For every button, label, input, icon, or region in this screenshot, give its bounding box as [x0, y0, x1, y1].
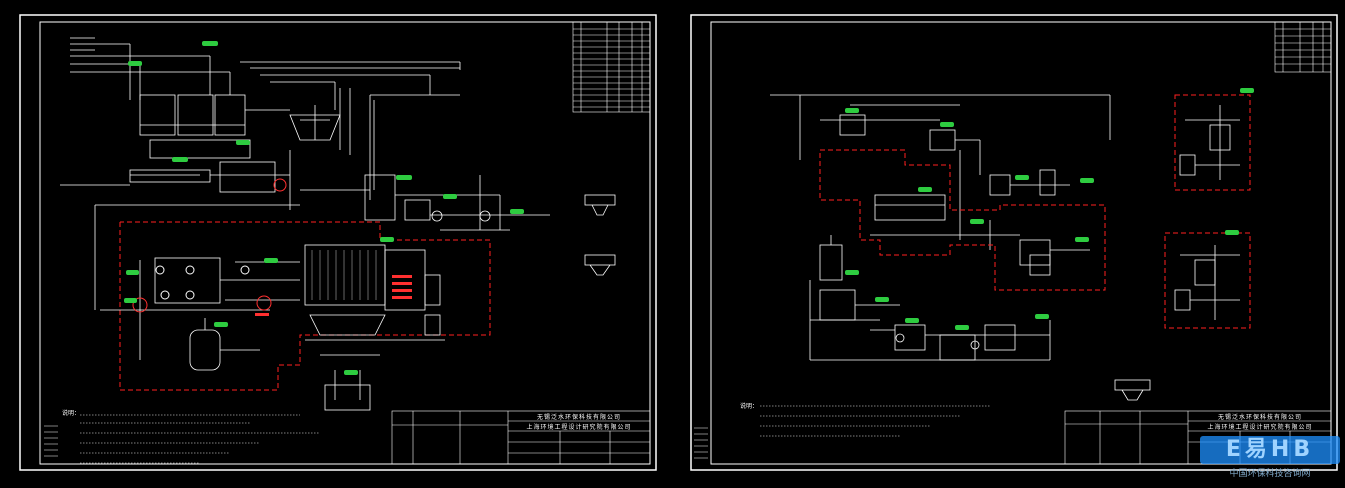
right-sheet	[690, 14, 1338, 471]
right-equipment-table	[1274, 21, 1332, 73]
left-process-lines	[60, 37, 616, 310]
left-pumps	[132, 178, 287, 313]
right-notes-lines	[760, 405, 990, 437]
right-box-equipment	[1174, 105, 1240, 320]
left-equipment-table	[572, 21, 651, 113]
left-company-line-2: 上海环境工程设计研究院有限公司	[526, 424, 632, 431]
left-company-line-1: 无锡泛水环保科技有限公司	[536, 414, 621, 421]
left-green-tags	[124, 41, 524, 375]
left-sheet-outer-border	[19, 14, 657, 471]
right-company-line-2: 上海环境工程设计研究院有限公司	[1207, 424, 1313, 431]
left-boundary	[119, 221, 491, 391]
right-green-tags	[845, 88, 1254, 330]
right-company-line-1: 无锡泛水环保科技有限公司	[1217, 414, 1302, 421]
left-sheet-inner-border	[39, 21, 651, 465]
watermark-logo	[1200, 436, 1340, 464]
right-sheet-outer-border	[690, 14, 1338, 471]
right-notes-heading: 说明：	[740, 403, 759, 410]
right-process-lines	[770, 94, 1151, 401]
left-notes-heading: 说明：	[62, 410, 81, 417]
right-boundaries	[819, 94, 1251, 329]
left-boundary-equipment	[100, 244, 445, 371]
left-bottom-tank	[320, 354, 380, 411]
right-side-marks	[694, 427, 708, 459]
left-title-block	[391, 410, 651, 465]
left-sheet	[19, 14, 657, 471]
left-red-markers	[255, 275, 412, 316]
right-sheet-inner-border	[710, 21, 1332, 465]
left-side-marks	[44, 425, 58, 457]
watermark-logo-text: E易HB	[1225, 437, 1315, 462]
left-notes-lines	[80, 414, 320, 464]
watermark-caption: 中国环保科技咨询网	[1229, 469, 1311, 479]
